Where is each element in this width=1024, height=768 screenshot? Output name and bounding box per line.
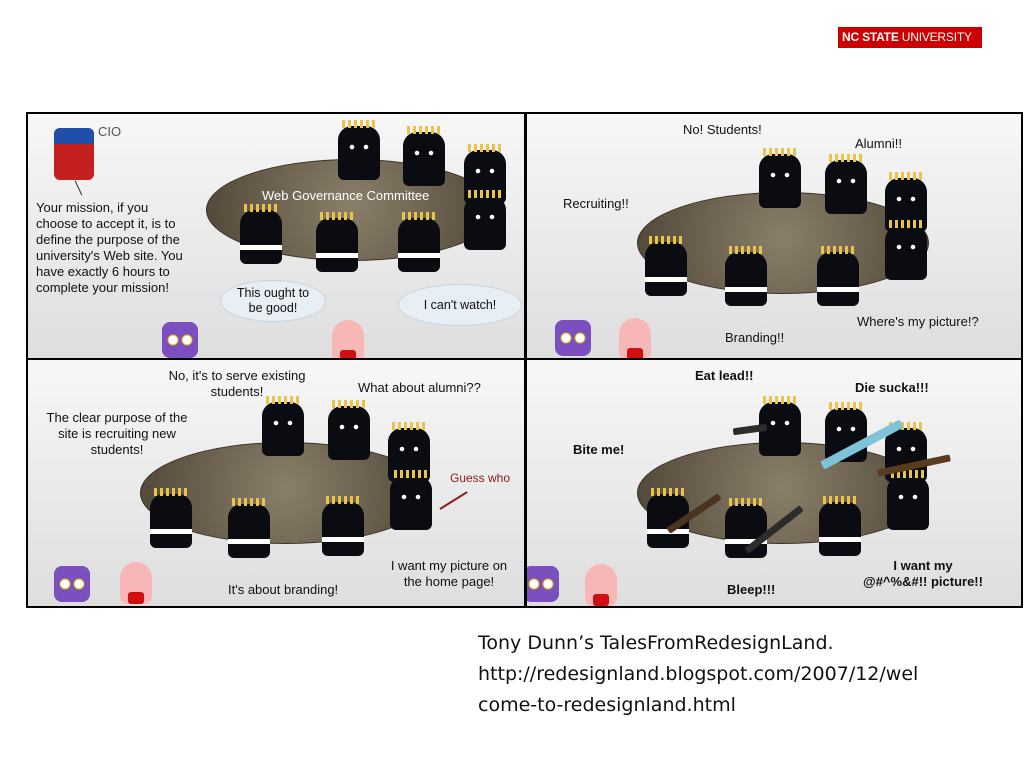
committee-member-icon [150, 488, 192, 548]
committee-member-icon [464, 190, 506, 250]
committee-member-icon [328, 400, 370, 460]
guess-who-annotation: Guess who [450, 471, 511, 485]
committee-label: Web Governance Committee [262, 188, 430, 203]
speech-die-sucka: Die sucka!!! [855, 380, 929, 395]
committee-member-icon [825, 154, 867, 214]
speech-about-branding: It's about branding! [228, 582, 339, 597]
committee-member-icon [725, 246, 767, 306]
speech-alumni: Alumni!! [855, 136, 902, 151]
committee-member-icon [228, 498, 270, 558]
purple-character-icon [555, 320, 591, 356]
committee-member-icon [887, 470, 929, 530]
pink-character-icon [332, 320, 364, 358]
speech-line [74, 180, 83, 196]
speech-want-picture-angry: I want my@#^%&#!! picture!! [863, 558, 983, 589]
comic-panel-2: No! Students! Alumni!! Recruiting!! Bran… [525, 112, 1023, 360]
speech-no-students: No! Students! [683, 122, 762, 137]
comic-panel-4: Eat lead!! Die sucka!!! Bite me! Bleep!!… [525, 358, 1023, 608]
pink-character-icon [619, 318, 651, 358]
speech-bleep: Bleep!!! [727, 582, 776, 597]
committee-member-icon [817, 246, 859, 306]
purple-character-icon [527, 566, 559, 602]
red-arrow-icon [439, 491, 468, 510]
credit-link[interactable]: http://redesignland.blogspot.com/2007/12… [478, 663, 919, 685]
committee-member-icon [885, 220, 927, 280]
committee-member-icon [316, 212, 358, 272]
committee-member-icon [322, 496, 364, 556]
committee-member-icon [398, 212, 440, 272]
cio-label: CIO [98, 124, 122, 139]
committee-member-icon [645, 236, 687, 296]
committee-member-icon [403, 126, 445, 186]
speech-bite-me: Bite me! [573, 442, 625, 457]
purple-character-icon [162, 322, 198, 358]
committee-member-icon [240, 204, 282, 264]
cio-character-icon [54, 128, 94, 180]
purple-character-icon [54, 566, 90, 602]
committee-member-icon [759, 148, 801, 208]
comic-credit: Tony Dunn’s TalesFromRedesignLand. http:… [478, 628, 998, 721]
committee-member-icon [262, 396, 304, 456]
nc-state-logo: NC STATE UNIVERSITY [838, 27, 982, 48]
pink-character-icon [120, 562, 152, 604]
pink-character-icon [585, 564, 617, 606]
speech-bubble-right: I can't watch! [398, 284, 522, 326]
speech-branding: Branding!! [725, 330, 785, 345]
speech-eat-lead: Eat lead!! [695, 368, 754, 383]
speech-what-about-alumni: What about alumni?? [358, 380, 481, 395]
committee-member-icon [338, 120, 380, 180]
committee-member-icon [819, 496, 861, 556]
speech-picture: Where's my picture!? [857, 314, 979, 329]
speech-recruiting: Recruiting!! [563, 196, 629, 211]
committee-member-icon [390, 470, 432, 530]
